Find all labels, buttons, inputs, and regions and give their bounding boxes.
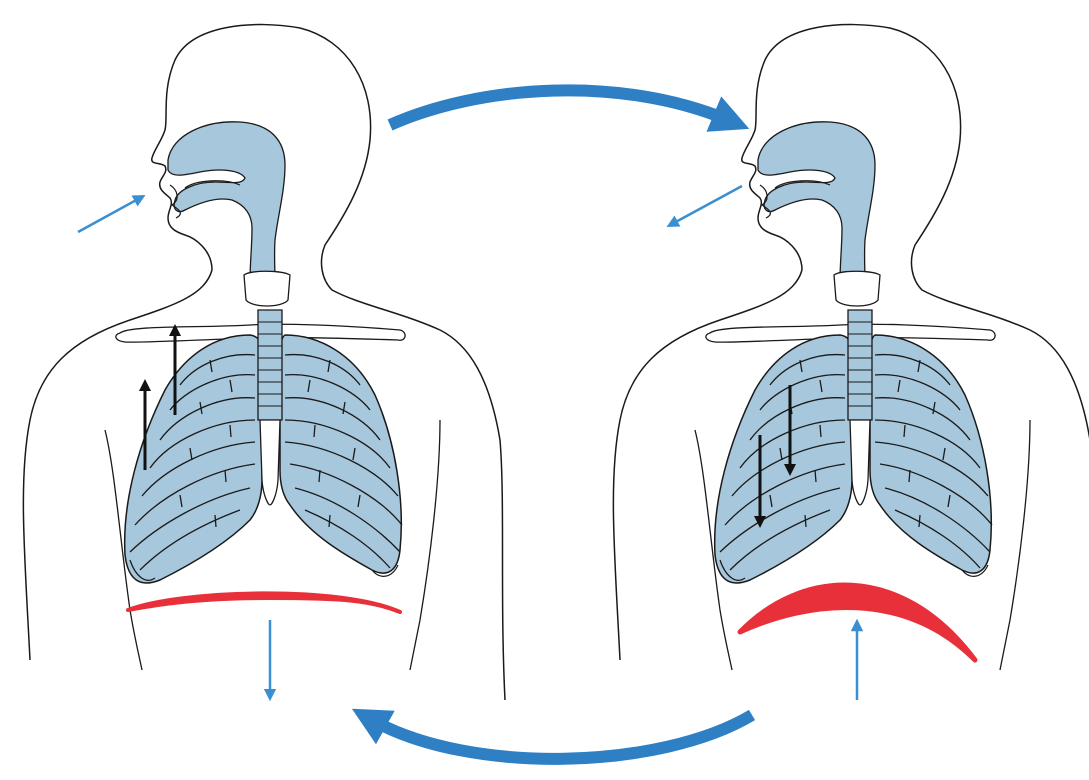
cycle-arrow-bottom-icon — [372, 715, 752, 759]
airflow-out-arrow-icon — [672, 186, 742, 224]
cycle-arrow-top-icon — [390, 90, 728, 125]
diaphragm-flat — [128, 593, 400, 612]
airflow-in-arrow-icon — [78, 198, 140, 232]
